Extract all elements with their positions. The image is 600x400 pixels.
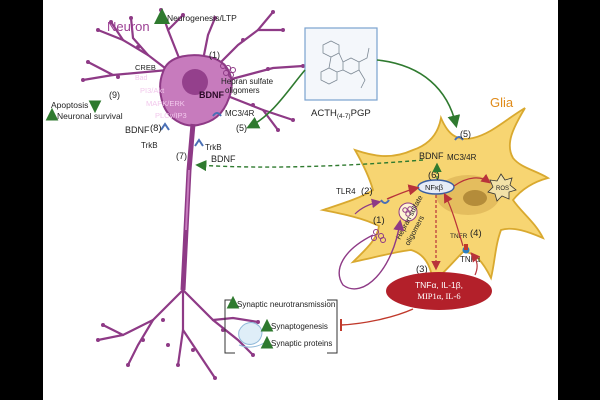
glia-step-5: (5) [460,129,471,139]
drug-structure-box [304,27,378,101]
neuron-oligomers-label: oligomers [225,86,260,95]
molecule-structure-icon [320,40,370,89]
dendritic-spine [281,28,285,32]
dendritic-spine [256,320,260,324]
dendritic-spine [166,343,170,347]
tnfr-receptor [462,244,470,254]
dendritic-spine [126,363,130,367]
neuron-step-5: (5) [236,123,247,133]
oligomer-loop-arrow [338,219,405,290]
glia-step-4: (4) [470,228,482,239]
synapse-effects-box: Synaptic neurotransmission Synaptogenesi… [224,295,338,354]
dendritic-spine [161,318,165,322]
trkb-right-label: TrkB [205,143,222,152]
trkb-left-label: TrkB [141,141,158,150]
ros-burst-icon [487,173,517,202]
bad-label: Bad [135,75,148,82]
dendritic-spine [291,118,295,122]
mc34r-glia-label: MC3/4R [447,153,477,162]
diagram-svg: Neuron Neurogenesis/LTP (1) Hepran sulfa… [45,8,551,380]
dendritic-spine [251,103,255,107]
dendritic-spine [129,16,133,20]
tnfr-label: TNFR [450,233,468,240]
glia-step-6: (6) [428,170,440,181]
diagram-canvas: Neuron Neurogenesis/LTP (1) Hepran sulfa… [43,0,558,400]
mc34r-receptor-neuron [212,112,222,117]
neuron-step-9: (9) [109,90,120,100]
bdnf-left-label: BDNF [125,125,150,135]
drug-to-glia-arrow [376,59,461,129]
nfkb-to-ros-arrow [453,173,491,187]
glia-step-3: (3) [416,264,428,275]
dendritic-spine [176,363,180,367]
dendritic-spine [96,338,100,342]
tlr4-label: TLR4 [336,187,356,196]
tnfa-label: TNFα [460,255,481,264]
glia-bdnf-label: BDNF [419,151,444,161]
dendritic-spine [116,75,120,79]
cytokines-line1: TNFα, IL-1β, [415,280,463,290]
cytokine-release: TNFα, IL-1β, MIP1α, IL-6 [386,272,492,310]
dendritic-spine [109,20,113,24]
dendritic-spine [241,38,245,42]
neuron-heparan-label: Hepran sulfate [221,77,274,86]
svg-text:Neurogenesis/LTP: Neurogenesis/LTP [167,13,237,23]
svg-text:Neuronal survival: Neuronal survival [57,111,123,121]
glia-step-2: (2) [361,186,373,197]
neurogenesis-annotation: Neurogenesis/LTP [154,8,237,24]
trkb-receptor-right [194,138,204,147]
glia-step-1: (1) [373,215,385,226]
synapse-item-1: Synaptic neurotransmission [237,300,335,309]
synapse-item-3: Synaptic proteins [271,339,332,348]
glia-bdnf-to-neuron-arrow [195,159,424,172]
tnfr-to-nfkb-arrow [443,192,464,247]
mc34r-neuron-label: MC3/4R [225,109,255,118]
neuron-title: Neuron [107,19,150,34]
mc34r-receptor-glia [454,136,464,141]
oligomer-to-tlr4-arrow [354,198,382,215]
dendritic-spine [136,45,140,49]
cytokines-line2: MIP1α, IL-6 [417,291,460,301]
ros-label: ROS [496,186,509,192]
dendritic-spine [221,328,225,332]
nfkb-label: NFκβ [425,183,444,192]
neuron-step-1: (1) [209,50,220,60]
dendritic-spine [213,376,217,380]
dendritic-spine [101,323,105,327]
dendritic-spine [271,10,275,14]
tlr4-receptor [380,199,390,204]
mapk-erk-label: MAPK/ERK [146,99,185,108]
trkb-receptor-left [160,122,170,131]
neuron-nucleus [182,69,208,95]
survival-annotation: Neuronal survival [45,107,123,121]
neuron-step-7: (7) [176,151,187,161]
dendritic-spine [181,13,185,17]
dendritic-spine [251,353,255,357]
drug-to-neuron-arrow [246,69,306,129]
synapse-item-2: Synaptogenesis [271,322,328,331]
dendritic-spine [191,348,195,352]
neuron-step-8: (8) [150,123,162,134]
dendritic-spine [266,67,270,71]
dendritic-spine [86,60,90,64]
creb-label: CREB [135,63,156,72]
svg-text:Apoptosis: Apoptosis [51,100,88,110]
pi3-akt-label: PI3/Akt [140,86,165,95]
cytokine-inhibition-line [340,308,414,331]
dendritic-spine [213,16,217,20]
dendritic-spine [141,338,145,342]
bdnf-right-label: BDNF [211,154,236,164]
tlr4-to-nfkb-arrow [386,184,420,200]
dendritic-spine [159,8,163,12]
glia-title: Glia [490,95,514,110]
dendritic-spine [81,78,85,82]
drug-name: ACTH(4-7)PGP [311,108,371,120]
bdnf-soma-label: BDNF [199,90,224,100]
plcy-ip3-label: PLCγ/IP3 [155,111,187,120]
dendritic-spine [276,128,280,132]
cytokine-to-tnfr-arrow [470,252,481,276]
apoptosis-annotation: Apoptosis [51,100,102,114]
dendritic-spine [96,28,100,32]
dendritic-spine [301,64,305,68]
